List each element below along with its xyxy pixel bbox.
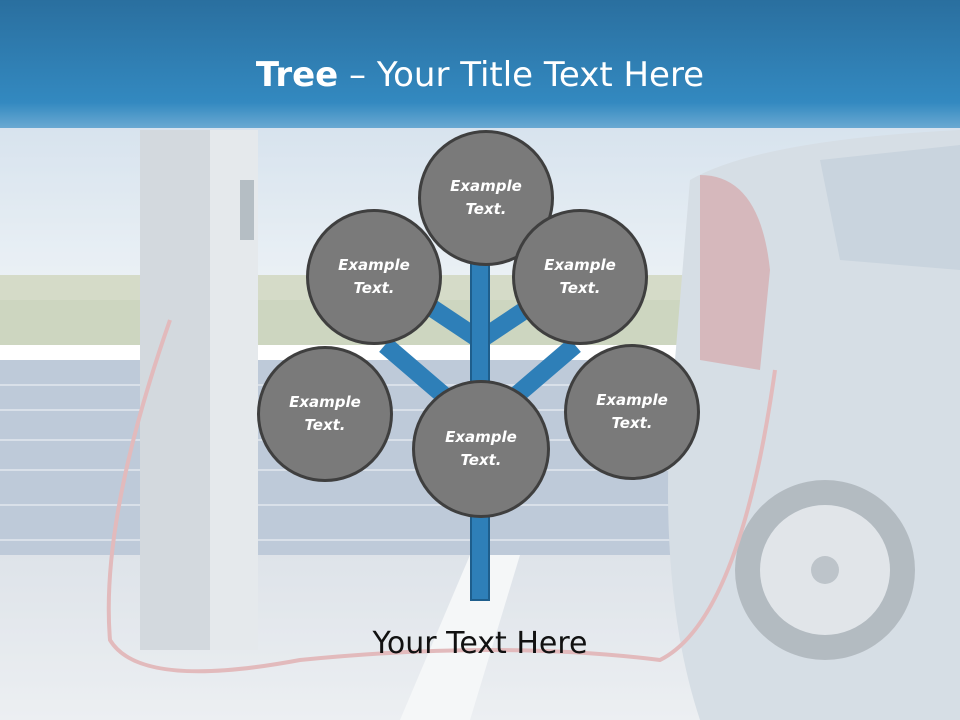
node-top-line1: Example	[450, 177, 522, 195]
slide-title: Tree – Your Title Text Here	[0, 52, 960, 98]
node-lower-right: Example Text.	[564, 344, 700, 480]
node-upper-left: Example Text.	[306, 209, 442, 345]
node-center-line2: Text.	[460, 451, 502, 469]
node-top: Example Text.	[418, 130, 554, 266]
title-bold: Tree	[255, 55, 339, 95]
node-lower-left-line1: Example	[289, 393, 361, 411]
node-upper-left-line1: Example	[338, 256, 410, 274]
node-upper-right-line2: Text.	[559, 279, 601, 297]
node-upper-right-line1: Example	[544, 256, 616, 274]
footer-text: Your Text Here	[372, 626, 588, 661]
node-upper-right: Example Text.	[512, 209, 648, 345]
node-lower-left: Example Text.	[257, 346, 393, 482]
node-lower-left-line2: Text.	[304, 416, 346, 434]
node-lower-right-line1: Example	[596, 391, 668, 409]
node-lower-right-line2: Text.	[611, 414, 653, 432]
title-rest: – Your Title Text Here	[338, 55, 705, 95]
node-upper-left-line2: Text.	[353, 279, 395, 297]
node-center: Example Text.	[412, 380, 550, 518]
node-top-line2: Text.	[465, 200, 507, 218]
node-center-line1: Example	[445, 428, 517, 446]
